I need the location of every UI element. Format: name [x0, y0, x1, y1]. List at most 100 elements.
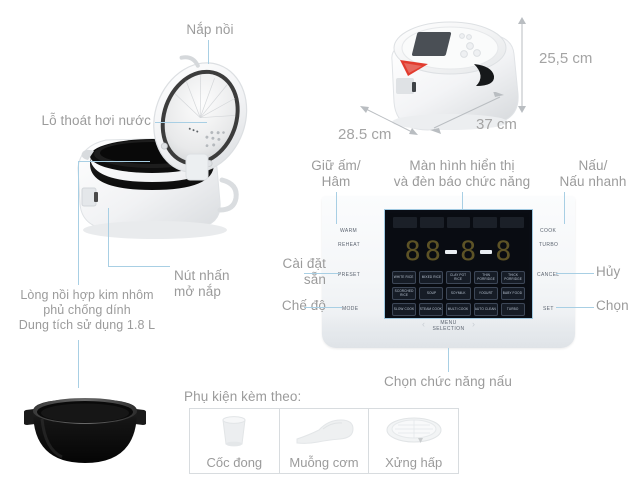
leader-cook-fast	[564, 192, 566, 224]
panel-button-label: TURBO	[507, 306, 519, 311]
panel-button[interactable]: YOGURT	[473, 287, 498, 300]
segment-dash	[445, 250, 457, 254]
panel-button-label: SOUP	[426, 290, 436, 295]
menu-prev-arrow[interactable]: ‹	[422, 319, 425, 329]
panel-button-label: SLOW COOK	[393, 306, 415, 311]
accessory-item: Cốc đong	[190, 409, 280, 473]
panel-label-mode[interactable]: MODE	[342, 306, 359, 312]
label-cook-fast: Nấu/ Nấu nhanh	[559, 158, 627, 189]
digit-3: 8	[460, 235, 478, 267]
dimension-height-label: 25,5 cm	[539, 50, 593, 67]
panel-button-label: MIXED RICE	[421, 274, 442, 279]
label-steam-vent: Lỗ thoát hơi nước	[41, 113, 151, 128]
leader-menu-note	[448, 348, 450, 372]
indicator-lamp	[393, 217, 417, 228]
label-keep-warm: Giữ ấm/ Hâm	[311, 158, 361, 189]
panel-label-cook[interactable]: COOK	[540, 228, 557, 234]
panel-button[interactable]: SLOW COOK	[392, 303, 417, 316]
dimension-depth	[358, 104, 420, 138]
panel-button-label: SOYMILK	[451, 290, 466, 295]
panel-button[interactable]: BABY FOOD	[500, 287, 525, 300]
accessory-item: Muỗng cơm	[280, 409, 370, 473]
panel-button[interactable]: WHITE RICE	[392, 271, 417, 284]
panel-button[interactable]: SCORCHED RICE	[392, 287, 417, 300]
closed-cooker-illustration	[378, 6, 528, 136]
panel-button[interactable]: AUTO CLEAN	[473, 303, 498, 316]
leader-lid-button-h	[108, 266, 170, 268]
dimension-width-label: 37 cm	[476, 116, 517, 133]
digit-1: 8	[404, 235, 422, 267]
panel-button-label: THIN PORRIDGE	[476, 272, 495, 281]
panel-button-label: CLAY POT RICE	[450, 272, 467, 281]
digit-2: 8	[424, 235, 442, 267]
panel-button[interactable]: STEAM COOK	[419, 303, 444, 316]
rice-spoon-icon	[280, 409, 369, 455]
leader-lid	[208, 40, 210, 64]
panel-button-label: SCORCHED RICE	[394, 288, 414, 297]
panel-label-warm[interactable]: WARM	[340, 228, 358, 234]
leader-inner-pot-h	[78, 161, 150, 163]
panel-button[interactable]: THIN PORRIDGE	[473, 271, 498, 284]
leader-display	[462, 192, 464, 209]
accessory-item: Xửng hấp	[369, 409, 458, 473]
function-indicator-row	[393, 217, 524, 228]
lcd-display: 8 8 8 8 WHITE RICE MIXED RICE CLAY POT R…	[384, 209, 533, 319]
accessories-box: Cốc đong Muỗng cơm	[189, 408, 459, 474]
panel-button[interactable]: MIXED RICE	[419, 271, 444, 284]
label-inner-pot: Lòng nồi hợp kim nhôm phủ chống dính Dun…	[18, 288, 156, 332]
panel-button[interactable]: SOUP	[419, 287, 444, 300]
panel-label-set[interactable]: SET	[543, 306, 554, 312]
leader-steam-vent	[155, 122, 207, 124]
open-cooker-illustration	[60, 48, 270, 248]
segment-dash	[480, 250, 493, 254]
panel-button-label: MULTI COOK	[448, 306, 469, 311]
steam-tray-icon	[369, 409, 458, 455]
panel-button[interactable]: MULTI COOK	[446, 303, 471, 316]
panel-button-label: BABY FOOD	[503, 290, 523, 295]
label-preset: Cài đặt sẵn	[282, 256, 326, 287]
leader-mode	[304, 307, 342, 309]
leader-preset	[304, 273, 340, 275]
label-cancel: Hủy	[596, 264, 621, 279]
label-menu-note: Chọn chức năng nấu	[384, 374, 512, 389]
accessories-title: Phụ kiện kèm theo:	[184, 389, 302, 404]
dimension-depth-label: 28.5 cm	[338, 126, 392, 143]
indicator-lamp	[446, 217, 471, 228]
dimension-width	[428, 92, 506, 134]
label-lid-open-button: Nút nhấn mở nắp	[174, 268, 230, 299]
label-display: Màn hình hiển thị và đèn báo chức năng	[393, 158, 531, 189]
indicator-lamp	[500, 217, 524, 228]
label-lid: Nắp nồi	[186, 22, 234, 37]
lcd-inner: 8 8 8 8 WHITE RICE MIXED RICE CLAY POT R…	[388, 213, 529, 316]
menu-next-arrow[interactable]: ›	[472, 319, 475, 329]
leader-cancel	[556, 273, 594, 275]
leader-inner-pot-down	[78, 340, 80, 388]
indicator-lamp	[419, 217, 444, 228]
accessory-label: Muỗng cơm	[289, 455, 359, 470]
leader-select	[556, 307, 594, 309]
panel-button[interactable]: TURBO	[500, 303, 525, 316]
function-button-grid: WHITE RICE MIXED RICE CLAY POT RICE THIN…	[392, 271, 525, 316]
panel-button-label: WHITE RICE	[394, 274, 414, 279]
indicator-lamp	[473, 217, 498, 228]
panel-base-shadow	[322, 314, 575, 348]
panel-button[interactable]: THICK PORRIDGE	[500, 271, 525, 284]
panel-button[interactable]: SOYMILK	[446, 287, 471, 300]
menu-selection-label[interactable]: MENU SELECTION	[432, 320, 465, 332]
control-panel: 8 8 8 8 WHITE RICE MIXED RICE CLAY POT R…	[322, 196, 575, 348]
panel-button[interactable]: CLAY POT RICE	[446, 271, 471, 284]
digit-4: 8	[495, 235, 513, 267]
label-mode: Chế độ	[281, 298, 326, 313]
panel-button-label: YOGURT	[478, 290, 493, 295]
panel-label-reheat[interactable]: REHEAT	[338, 242, 361, 248]
panel-label-cancel[interactable]: CANCEL	[537, 272, 560, 278]
accessory-label: Cốc đong	[206, 455, 263, 470]
panel-label-turbo[interactable]: TURBO	[539, 242, 559, 248]
leader-lid-button-v	[108, 208, 110, 266]
panel-button-label: AUTO CLEAN	[475, 306, 497, 311]
panel-label-preset[interactable]: PRESET	[338, 272, 361, 278]
inner-pot-illustration	[24, 385, 146, 477]
panel-button-label: THICK PORRIDGE	[504, 272, 522, 281]
panel-button-label: STEAM COOK	[420, 306, 443, 311]
